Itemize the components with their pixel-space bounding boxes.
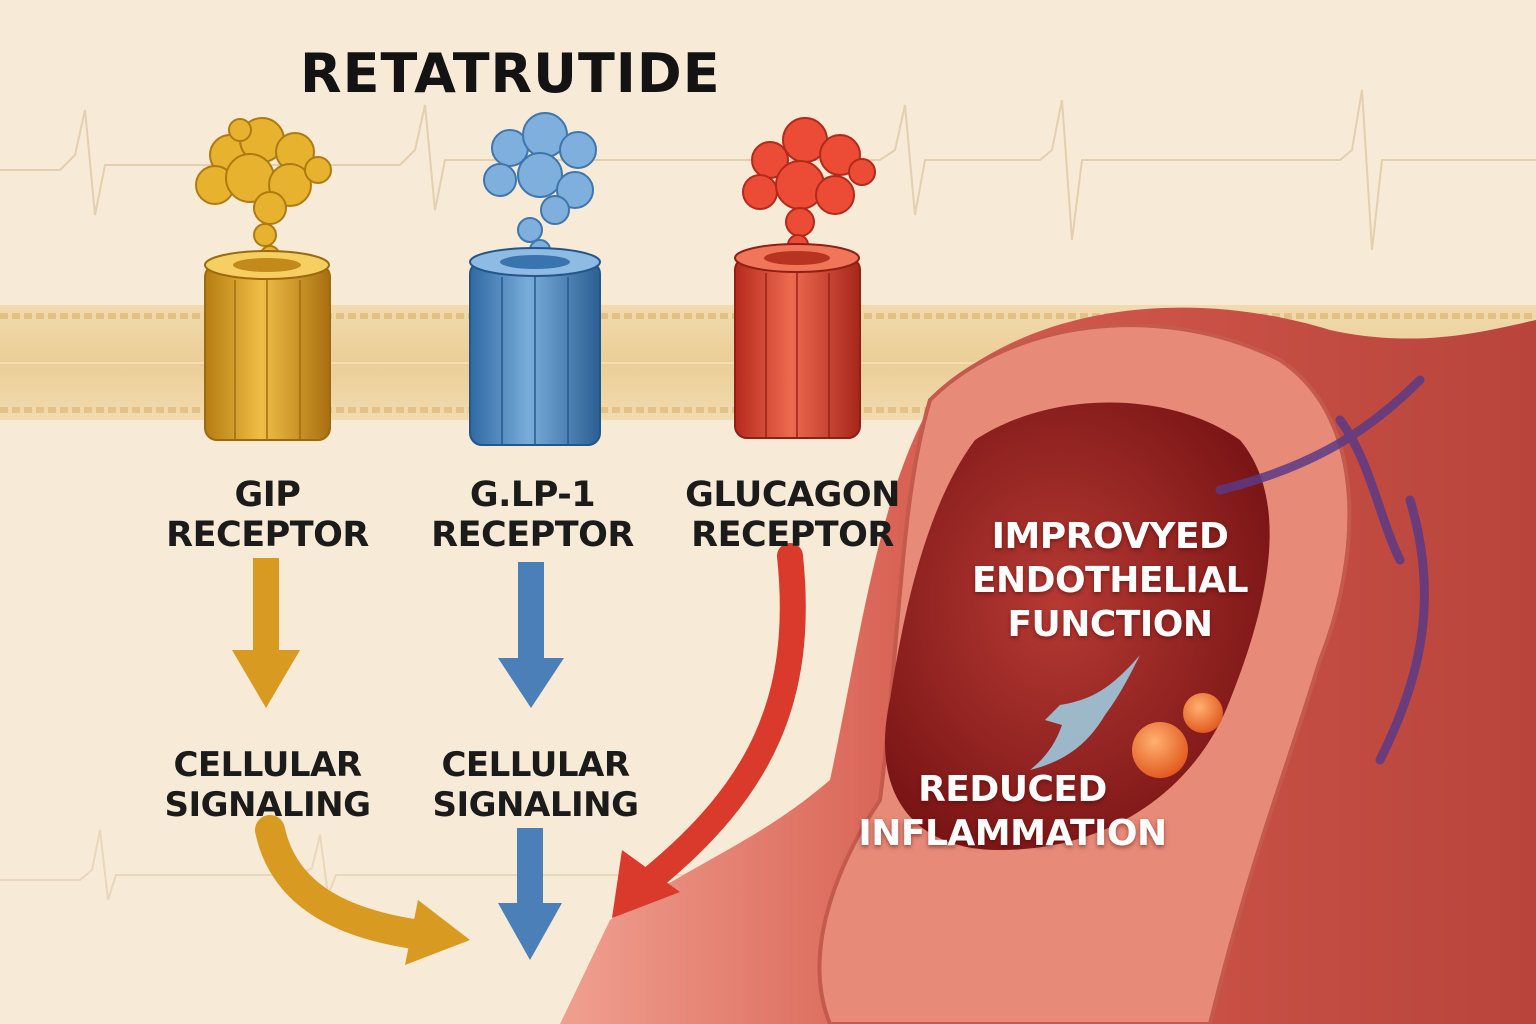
reduced-inflammation-line1: REDUCED [918, 769, 1107, 810]
cellular-signaling-left-line2: SIGNALING [164, 785, 372, 825]
endothelial-function-line1: IMPROVYED [991, 516, 1229, 557]
cellular-signaling-center-label: CELLULAR SIGNALING [418, 745, 653, 825]
glp1-arrow-icon [498, 562, 564, 708]
glp1-receptor-label-line2: RECEPTOR [431, 515, 634, 555]
glucagon-receptor-label-line2: RECEPTOR [691, 515, 894, 555]
cellular-signaling-center-line2: SIGNALING [432, 785, 640, 825]
endothelial-function-line2: ENDOTHELIAL [971, 560, 1249, 601]
signaling-arrow-center-icon [498, 828, 562, 960]
glucagon-receptor-icon [734, 117, 876, 439]
reduced-inflammation-label: REDUCED INFLAMMATION [850, 768, 1175, 856]
glp1-receptor-label: G.LP-1 RECEPTOR [415, 475, 650, 555]
cellular-signaling-center-line1: CELLULAR [441, 745, 630, 785]
cellular-signaling-left-label: CELLULAR SIGNALING [150, 745, 385, 825]
page-title: RETATRUTIDE [300, 42, 721, 105]
signaling-arrow-left-icon [255, 815, 470, 965]
glucagon-receptor-label: GLUCAGON RECEPTOR [665, 475, 920, 555]
blood-vessel-icon [560, 307, 1536, 1024]
glucagon-receptor-label-line1: GLUCAGON [685, 475, 900, 515]
gip-arrow-icon [232, 558, 300, 708]
gip-receptor-label-line2: RECEPTOR [166, 515, 369, 555]
reduced-inflammation-line2: INFLAMMATION [858, 813, 1167, 854]
endothelial-function-label: IMPROVYED ENDOTHELIAL FUNCTION [960, 515, 1260, 647]
glp1-receptor-icon [469, 112, 601, 446]
gip-receptor-label: GIP RECEPTOR [150, 475, 385, 555]
gip-receptor-icon [195, 117, 332, 441]
gip-receptor-label-line1: GIP [234, 475, 301, 515]
endothelial-function-line3: FUNCTION [1007, 604, 1213, 645]
glucagon-arrow-icon [612, 543, 806, 918]
glp1-receptor-label-line1: G.LP-1 [469, 475, 596, 515]
cellular-signaling-left-line1: CELLULAR [173, 745, 362, 785]
